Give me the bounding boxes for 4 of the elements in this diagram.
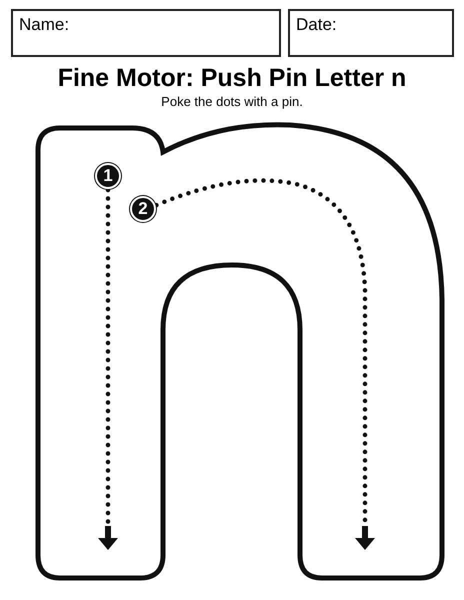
instruction-text: Poke the dots with a pin. [160, 94, 304, 109]
worksheet-title: Fine Motor: Push Pin Letter n [56, 64, 408, 93]
date-field: Date: [288, 9, 454, 57]
name-field: Name: [11, 9, 281, 57]
